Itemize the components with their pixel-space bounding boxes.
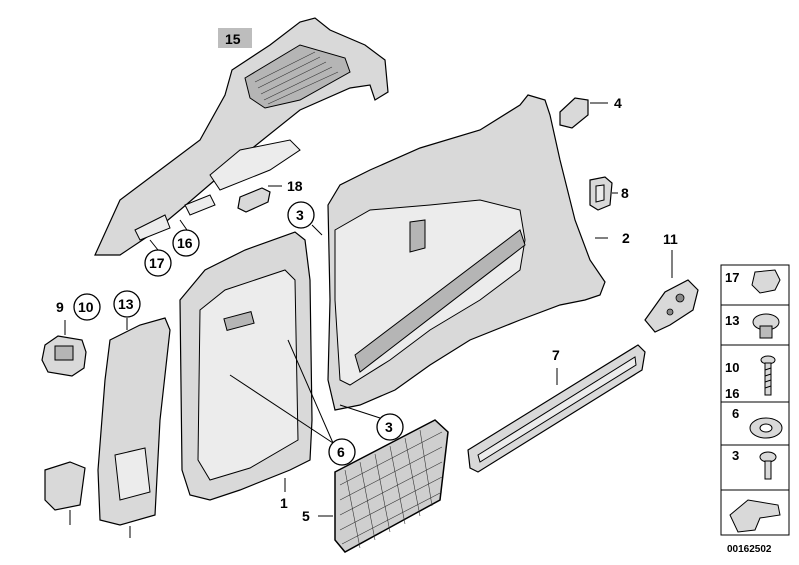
callout-3-upper: 3: [287, 201, 323, 236]
callout-13-label: 13: [118, 296, 134, 312]
clip-17-icon: [751, 269, 781, 294]
label-8: 8: [621, 185, 629, 201]
label-15-highlight: [218, 28, 252, 48]
legend-label-3: 3: [732, 448, 739, 463]
callout-10-label: 10: [78, 299, 94, 315]
legend-label-10: 10: [725, 360, 739, 375]
part-13-pillar-cover: [97, 317, 171, 526]
rivet-13-icon: [752, 313, 780, 339]
label-5: 5: [302, 508, 310, 524]
screw-10-16-icon: [760, 355, 776, 396]
callout-16: 16: [172, 219, 200, 257]
legend-label-16: 16: [725, 386, 739, 401]
label-9: 9: [56, 299, 64, 315]
legend-label-17: 17: [725, 270, 739, 285]
screw-3-icon: [759, 451, 777, 480]
part-18-pad: [237, 187, 271, 213]
callout-3-upper-label: 3: [296, 207, 304, 223]
part-5-net: [334, 419, 449, 553]
legend-label-13: 13: [725, 313, 739, 328]
label-4: 4: [614, 95, 622, 111]
legend-label-6: 6: [732, 406, 739, 421]
label-2: 2: [622, 230, 630, 246]
vent-grille: [254, 51, 339, 105]
part-9-clip: [41, 335, 87, 377]
fastener-legend-arrow-icon: [729, 499, 781, 533]
clip-6-icon: [749, 417, 783, 439]
part-lower-clip: [44, 461, 86, 511]
callout-10: 10: [73, 293, 101, 321]
part-2-side-panel: [327, 94, 606, 411]
part-1-lower-trim: [179, 231, 313, 501]
callout-13: 13: [113, 290, 141, 318]
part-4-cap: [559, 97, 589, 129]
callout-17-label: 17: [149, 255, 165, 271]
label-7: 7: [552, 347, 560, 363]
label-15: 15: [225, 31, 241, 47]
label-18: 18: [287, 178, 303, 194]
callout-17: 17: [144, 239, 172, 277]
part-11-mount: [644, 279, 699, 333]
part-7-strip: [467, 344, 646, 473]
part-8-bracket: [589, 176, 613, 211]
callout-16-label: 16: [177, 235, 193, 251]
doc-number: 00162502: [727, 544, 772, 555]
fastener-legend: 17 13 10 16 6 3: [720, 264, 790, 536]
callout-3-lower-label: 3: [385, 419, 393, 435]
callout-3-lower: 3: [339, 404, 404, 441]
callout-6: 6: [229, 339, 356, 466]
part-15-pillar-trim: [94, 17, 389, 256]
label-11: 11: [663, 231, 678, 247]
callout-6-label: 6: [337, 444, 345, 460]
label-1: 1: [280, 495, 288, 511]
